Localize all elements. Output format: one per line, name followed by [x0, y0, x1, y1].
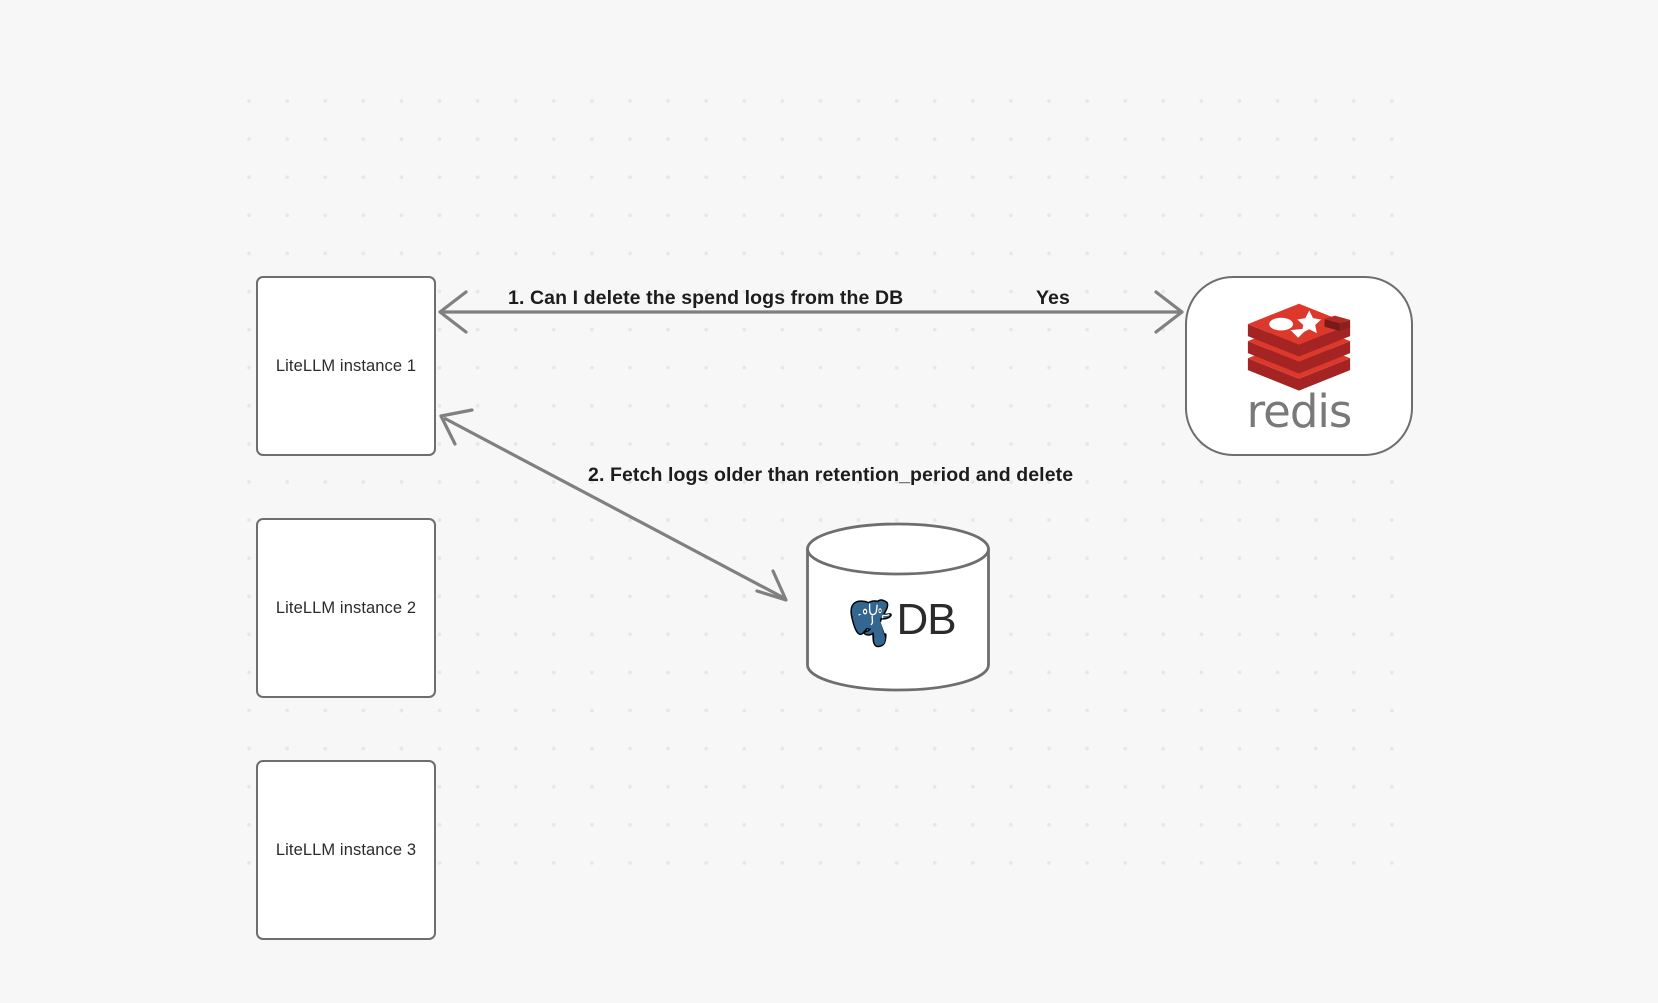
node-label: LiteLLM instance 2 [275, 598, 417, 617]
edge-litellm1-db [439, 408, 788, 602]
node-database[interactable]: DB [805, 522, 991, 692]
edge-label-step-2: 2. Fetch logs older than retention_perio… [588, 464, 1074, 486]
postgresql-elephant-icon [850, 599, 893, 648]
db-brand-lockup: DB [805, 522, 991, 692]
node-litellm-instance-1[interactable]: LiteLLM instance 1 [256, 276, 436, 456]
arrowhead-left [438, 290, 468, 334]
redis-logo-icon [1247, 303, 1351, 391]
arrowhead-downright [755, 569, 788, 602]
db-label: DB [896, 595, 956, 644]
node-litellm-instance-3[interactable]: LiteLLM instance 3 [256, 760, 436, 940]
redis-wordmark: redis [1246, 385, 1353, 439]
redis-brand-lockup: redis [1244, 298, 1354, 434]
edge-label-step-1-reply: Yes [1036, 287, 1070, 309]
node-label: LiteLLM instance 1 [275, 356, 417, 375]
arrowhead-upleft [439, 408, 474, 446]
node-redis[interactable]: redis [1185, 276, 1413, 456]
node-litellm-instance-2[interactable]: LiteLLM instance 2 [256, 518, 436, 698]
edge-label-step-1: 1. Can I delete the spend logs from the … [508, 287, 904, 309]
cylinder-shape [806, 522, 990, 692]
node-label: LiteLLM instance 3 [275, 840, 417, 859]
arrowhead-right [1154, 290, 1184, 334]
